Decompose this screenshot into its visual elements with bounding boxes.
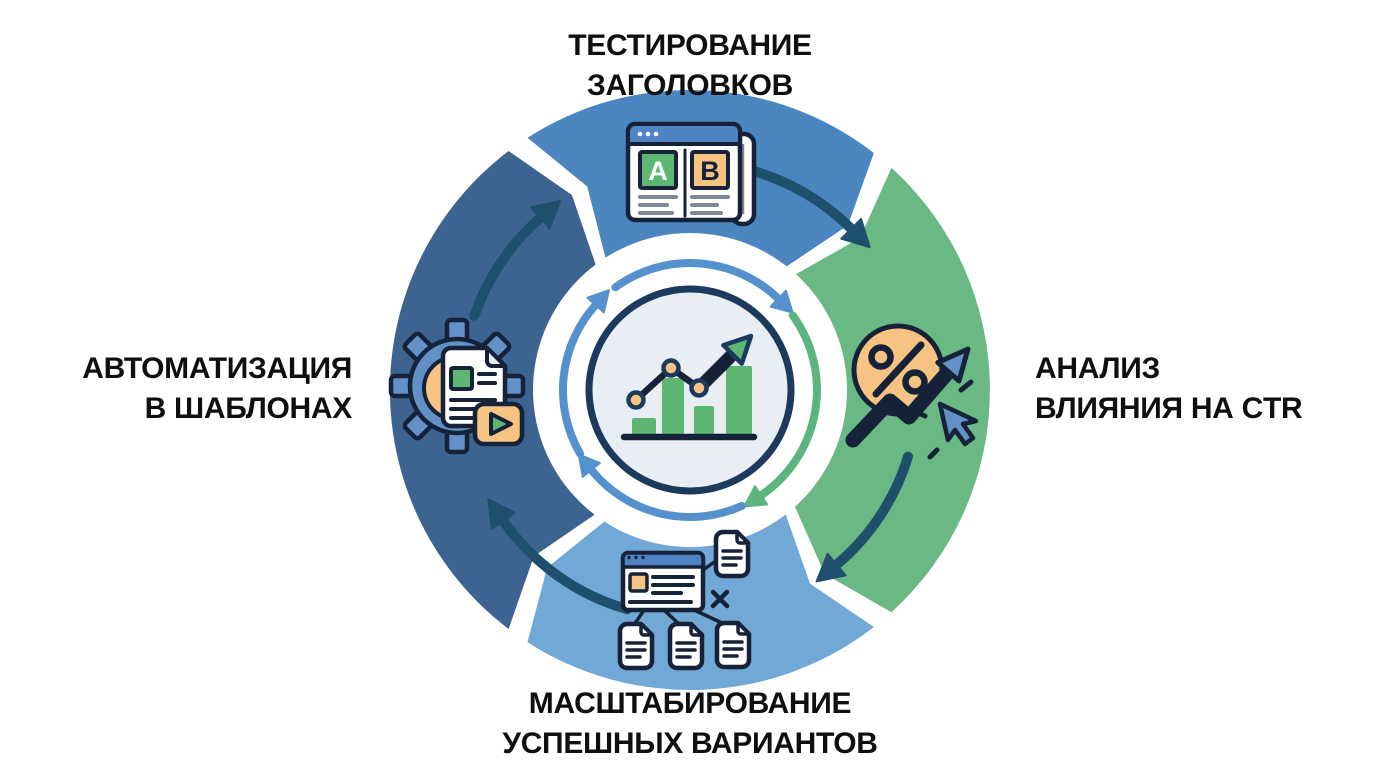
chart-data-points bbox=[626, 358, 709, 410]
template-thumbnail bbox=[628, 572, 649, 593]
document-scaling-icon bbox=[620, 532, 749, 668]
document-copy bbox=[717, 623, 749, 667]
multiply-icon bbox=[710, 589, 730, 609]
center-ring-arrows bbox=[558, 259, 821, 521]
document-copy bbox=[620, 624, 652, 668]
stage-label-ctr-analysis: АНАЛИЗ ВЛИЯНИЯ НА CTR bbox=[1035, 349, 1370, 429]
ring-arrow bbox=[743, 311, 821, 508]
ring-arrow bbox=[558, 289, 610, 458]
growth-chart-icon bbox=[620, 333, 758, 441]
growth-arrow-head bbox=[935, 346, 971, 384]
stage-label-line: АНАЛИЗ bbox=[1035, 352, 1160, 385]
browser-dots bbox=[637, 131, 659, 137]
browser-titlebar bbox=[626, 122, 742, 146]
template-titlebar bbox=[621, 551, 705, 569]
transition-arrow bbox=[815, 451, 913, 583]
document-copy bbox=[670, 624, 702, 668]
variant-a-letter: A bbox=[648, 156, 668, 186]
stage-label-line: ТЕСТИРОВАНИЕ bbox=[568, 29, 812, 62]
ring-arrow bbox=[577, 453, 746, 521]
percent-ctr-growth-icon bbox=[845, 323, 979, 460]
cursor-click-dashes bbox=[913, 379, 974, 460]
connector-lines bbox=[632, 556, 724, 627]
play-icon bbox=[489, 412, 513, 436]
transition-arrow bbox=[487, 498, 633, 615]
stage-label-line: ЗАГОЛОВКОВ bbox=[586, 69, 794, 102]
gear-template-automation-icon bbox=[388, 317, 526, 455]
document-lines bbox=[449, 372, 497, 420]
stage-label-scaling: МАСШТАБИРОВАНИЕ УСПЕШНЫХ ВАРИАНТОВ bbox=[420, 684, 960, 764]
stage-label-line: МАСШТАБИРОВАНИЕ bbox=[528, 687, 852, 720]
template-dots bbox=[627, 555, 645, 560]
growth-arrow-shaft bbox=[849, 362, 957, 444]
percent-icon bbox=[868, 341, 928, 398]
document-thumbnail bbox=[449, 366, 474, 391]
ab-test-newspaper-icon: A B bbox=[625, 121, 757, 227]
stage-label-line: ВЛИЯНИЯ НА CTR bbox=[1035, 392, 1303, 425]
chart-bars bbox=[632, 366, 752, 435]
stage-transition-arrows bbox=[469, 162, 913, 615]
stage-label-line: УСПЕШНЫХ ВАРИАНТОВ bbox=[502, 727, 878, 760]
template-lines bbox=[628, 575, 695, 604]
variant-a-box bbox=[638, 150, 678, 190]
chart-arrow-head bbox=[721, 333, 754, 366]
stage-label-line: В ШАБЛОНАХ bbox=[144, 392, 353, 425]
transition-arrow bbox=[469, 199, 561, 321]
document-fold bbox=[485, 346, 507, 368]
stage-label-line: АВТОМАТИЗАЦИЯ bbox=[82, 352, 352, 385]
stage-label-automation: АВТОМАТИЗАЦИЯ В ШАБЛОНАХ bbox=[18, 349, 352, 429]
ring-arrow bbox=[611, 259, 794, 314]
cursor-icon bbox=[937, 401, 979, 447]
variant-b-box bbox=[690, 150, 730, 190]
variant-b-letter: B bbox=[700, 156, 720, 186]
document-copy bbox=[716, 532, 748, 576]
stage-label-testing: ТЕСТИРОВАНИЕ ЗАГОЛОВКОВ bbox=[440, 26, 940, 106]
article-lines bbox=[638, 195, 730, 215]
